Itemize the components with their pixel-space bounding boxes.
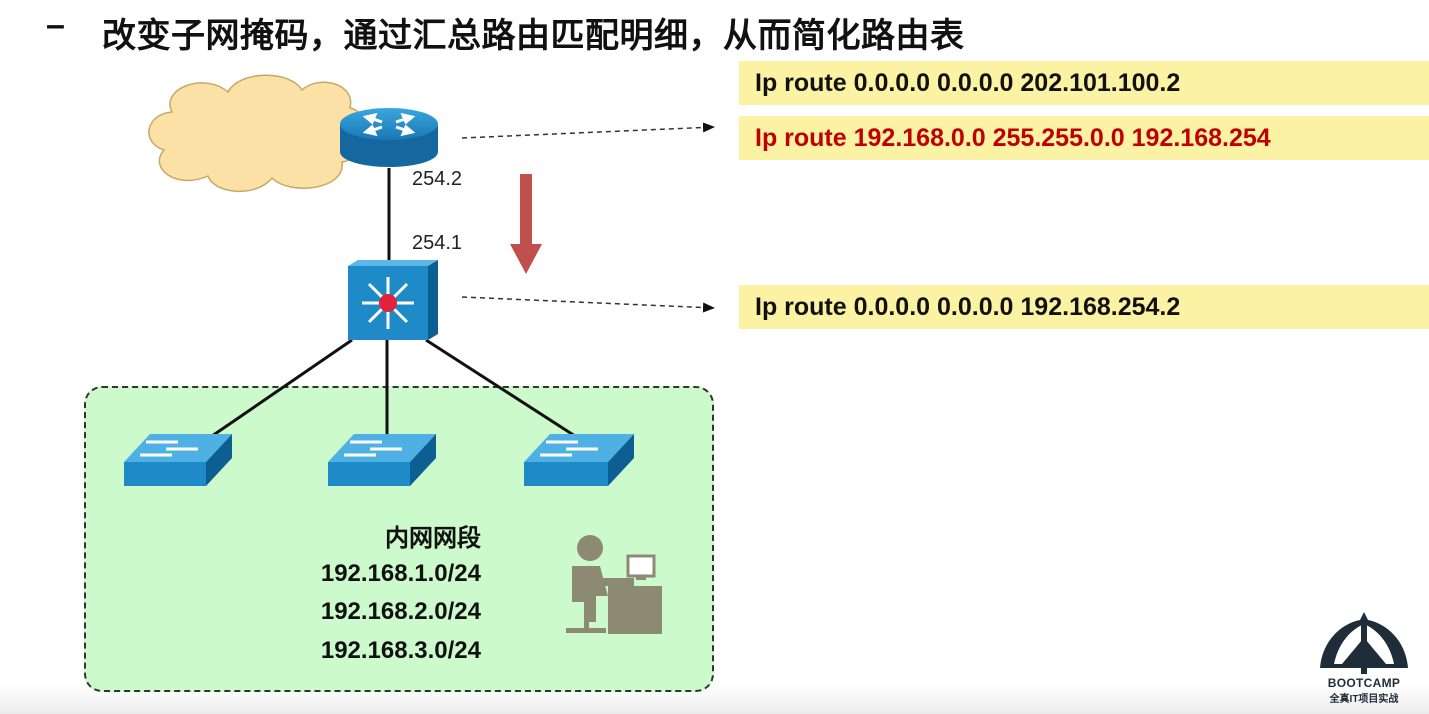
router-icon [340, 108, 438, 167]
lan-network: 192.168.1.0/24 [320, 560, 481, 587]
logo-name: BOOTCAMP [1327, 676, 1401, 690]
downlink-cable [211, 338, 353, 438]
lan-network: 192.168.2.0/24 [320, 598, 481, 625]
bootcamp-logo [1320, 612, 1408, 674]
route-entry-router-default: Ip route 0.0.0.0 0.0.0.0 202.101.100.2 [739, 61, 1429, 105]
logo-tagline: 全真IT项目实战 [1329, 694, 1399, 705]
switch-route-pointer [461, 296, 715, 313]
downlink-cable [425, 338, 576, 438]
internet-cloud-icon [148, 74, 367, 192]
workgroup-switch-icon [124, 434, 232, 486]
workgroup-switch-icon [524, 434, 634, 486]
lan-title: 内网网段 [385, 525, 481, 552]
title-bullet: – [46, 6, 65, 44]
router-route-pointer [461, 122, 715, 139]
route-entry-switch-default: Ip route 0.0.0.0 0.0.0.0 192.168.254.2 [739, 285, 1429, 329]
user-workstation-icon [566, 535, 662, 634]
slide-title: 改变子网掩码，通过汇总路由匹配明细，从而简化路由表 [102, 17, 965, 55]
workgroup-switch-icon [328, 434, 436, 486]
lan-network: 192.168.3.0/24 [320, 637, 481, 664]
switch-interface-label: 254.1 [412, 232, 463, 254]
layer3-switch-icon [348, 260, 438, 340]
route-entry-summary: Ip route 192.168.0.0 255.255.0.0 192.168… [739, 116, 1429, 160]
router-interface-label: 254.2 [412, 168, 463, 190]
down-arrow-icon [510, 174, 542, 274]
